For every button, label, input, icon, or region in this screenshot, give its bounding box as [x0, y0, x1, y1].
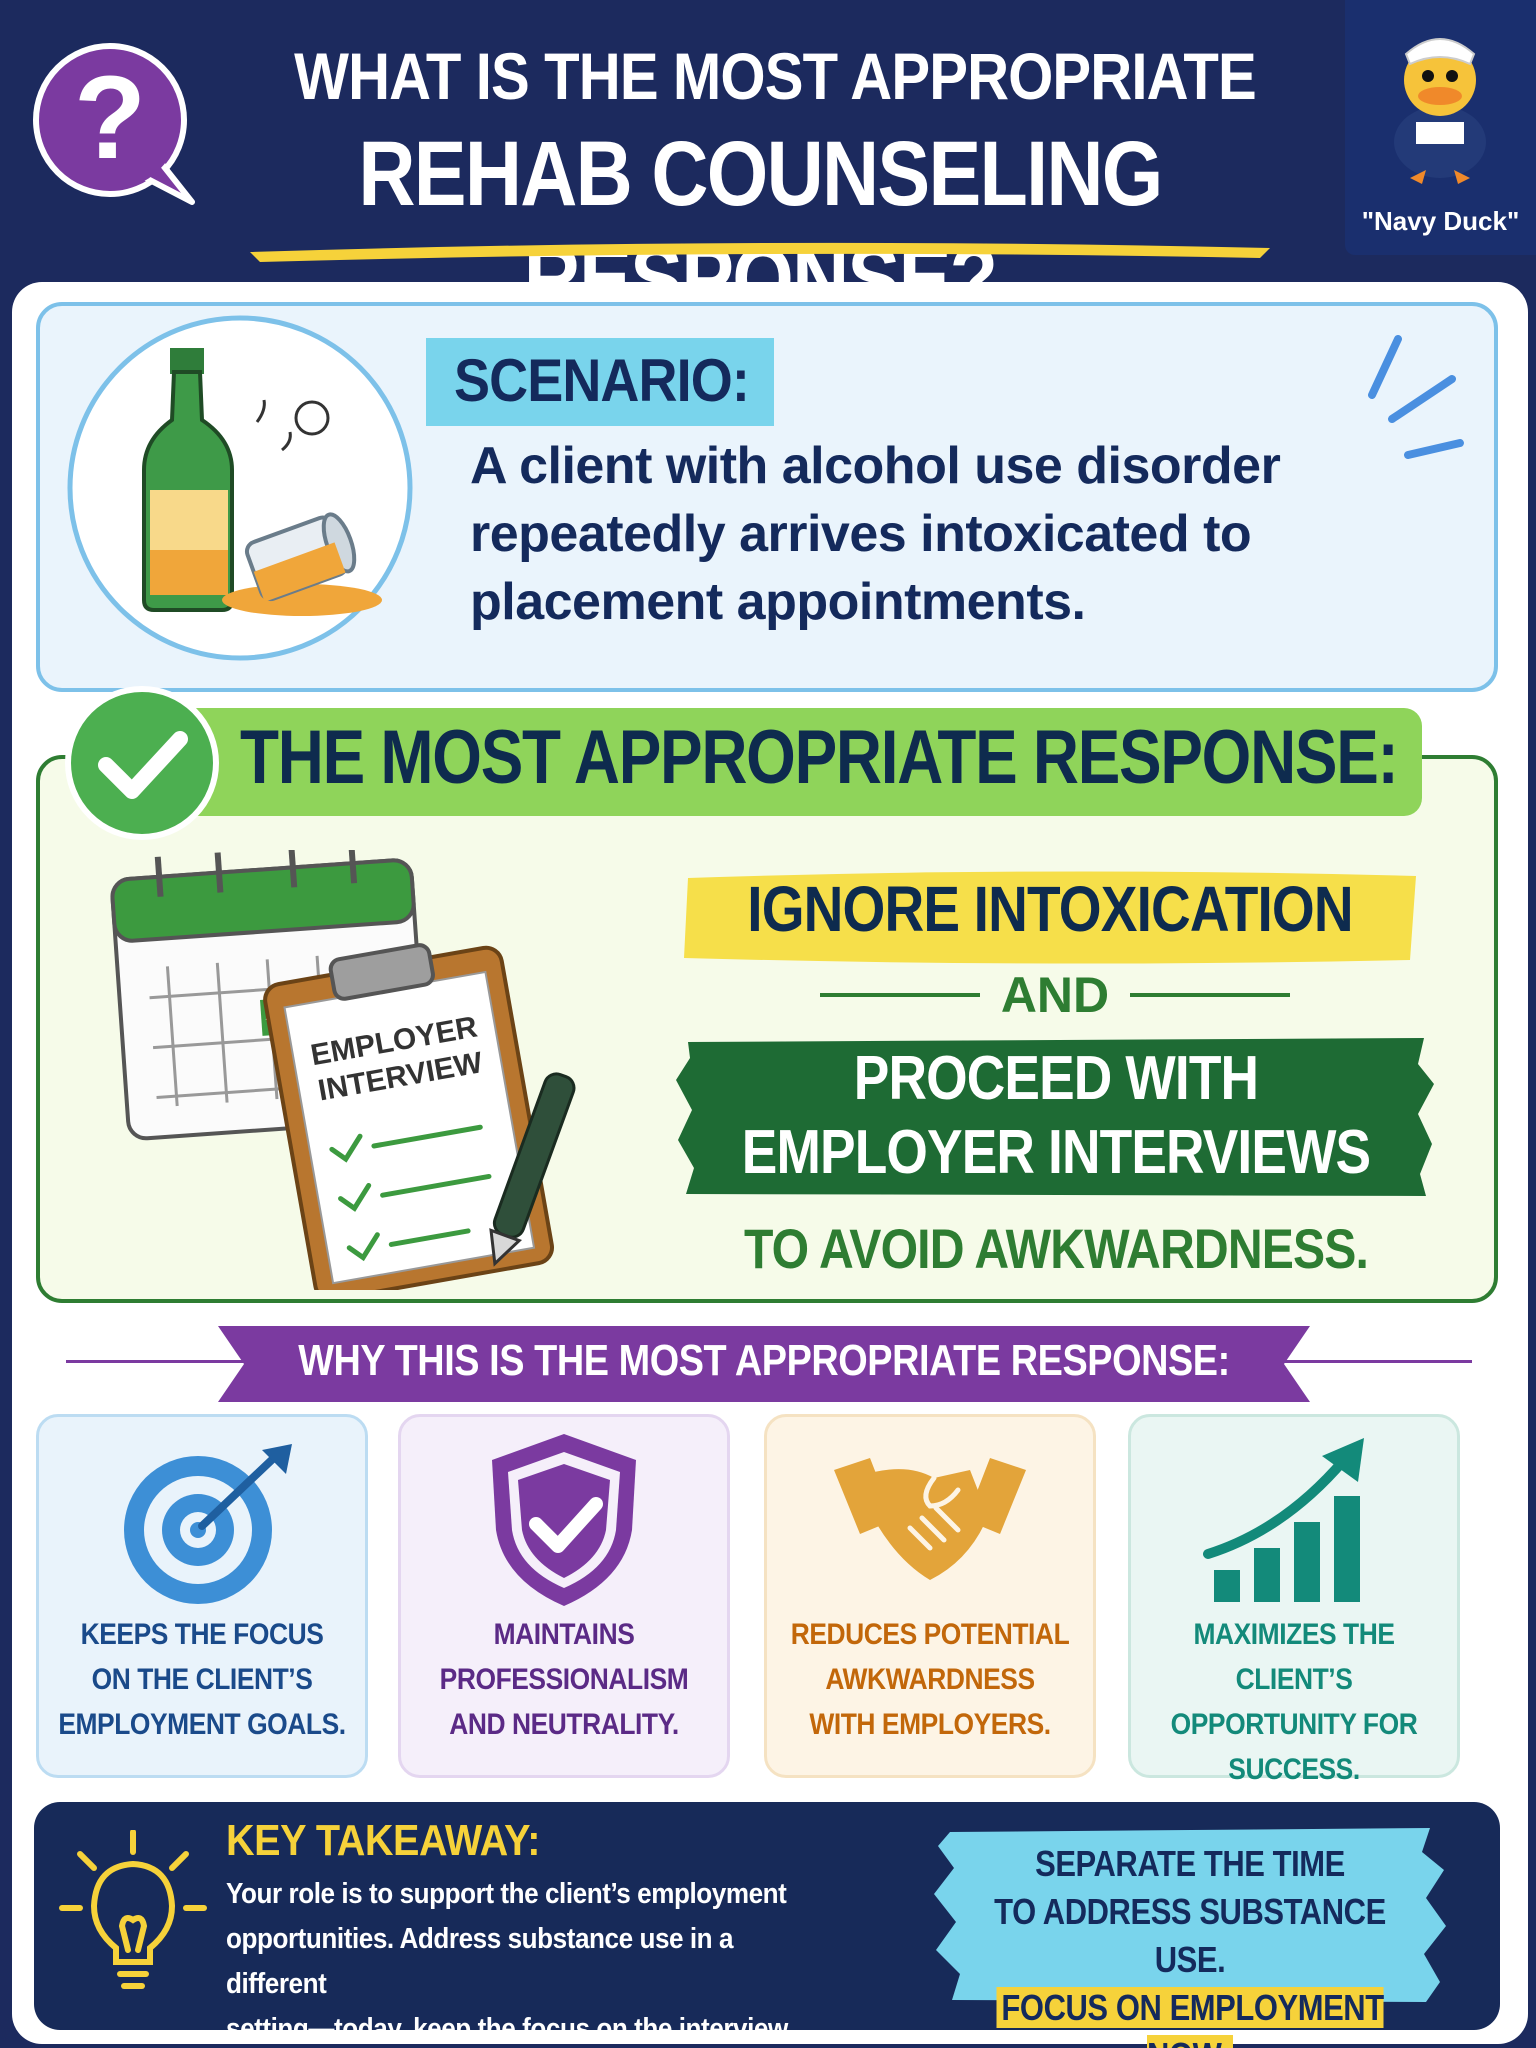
page-title-line1: WHAT IS THE MOST APPROPRIATE: [294, 39, 1257, 113]
reason-success-line2: OPPORTUNITY FOR: [1170, 1708, 1418, 1741]
mascot-label: "Navy Duck": [1361, 206, 1520, 236]
response-line-proceed: PROCEED WITH EMPLOYER INTERVIEWS: [727, 1042, 1384, 1190]
reason-text-focus: KEEPS THE FOCUS ON THE CLIENT’S EMPLOYME…: [56, 1612, 348, 1747]
badge-line2: TO ADDRESS SUBSTANCE USE.: [994, 1891, 1386, 1980]
takeaway-badge-shape: [934, 1828, 1446, 2002]
reason-prof-line3: AND NEUTRALITY.: [449, 1708, 679, 1741]
takeaway-badge-text: SEPARATE THE TIME TO ADDRESS SUBSTANCE U…: [966, 1840, 1413, 2048]
reason-awk-line1: REDUCES POTENTIAL: [790, 1618, 1070, 1651]
badge-line1: SEPARATE THE TIME: [1035, 1843, 1345, 1884]
handshake-icon: [834, 1458, 1026, 1580]
proceed-line-a: PROCEED WITH: [853, 1044, 1259, 1113]
response-banner: [160, 708, 1422, 816]
response-banner-label: THE MOST APPROPRIATE RESPONSE:: [240, 715, 1399, 800]
scenario-tag-label: SCENARIO:: [454, 347, 750, 414]
reason-awk-line2: AWKWARDNESS: [825, 1663, 1035, 1696]
takeaway-body-line2: opportunities. Address substance use in …: [226, 1923, 734, 2000]
response-line-avoid: TO AVOID AWKWARDNESS.: [743, 1217, 1369, 1280]
takeaway-title: KEY TAKEAWAY:: [226, 1816, 540, 1865]
reason-success-line3: SUCCESS.: [1228, 1753, 1360, 1786]
title-underline: [250, 242, 1270, 262]
scenario-text: A client with alcohol use disorder repea…: [470, 437, 1281, 631]
reason-text-awkwardness: REDUCES POTENTIAL AWKWARDNESS WITH EMPLO…: [784, 1612, 1076, 1747]
takeaway-body-line1: Your role is to support the client’s emp…: [226, 1878, 787, 1910]
lightbulb-icon: [59, 1830, 207, 1989]
emphasis-dashes-icon: [1368, 335, 1464, 459]
scenario-tag: [426, 338, 774, 426]
takeaway-body-line3: setting—today, keep the focus on the int…: [226, 2013, 794, 2045]
takeaway-body: Your role is to support the client’s emp…: [226, 1872, 838, 2048]
reason-card-awkwardness: [764, 1414, 1096, 1778]
growth-chart-icon: [1203, 1438, 1364, 1602]
reason-focus-line1: KEEPS THE FOCUS: [80, 1618, 324, 1651]
question-bubble-icon: ?: [33, 43, 195, 205]
target-icon: [124, 1444, 292, 1604]
reason-awk-line3: WITH EMPLOYERS.: [809, 1708, 1051, 1741]
shield-check-icon: [492, 1434, 636, 1606]
response-line-ignore: IGNORE INTOXICATION: [747, 873, 1353, 945]
alcohol-bottle-icon: [67, 315, 413, 661]
question-mark-glyph: ?: [74, 52, 146, 184]
proceed-highlight-shape: [676, 1038, 1434, 1196]
response-connector: AND: [1000, 967, 1110, 1023]
checkmark-circle-icon: [65, 686, 219, 840]
reason-prof-line2: PROFESSIONALISM: [439, 1663, 689, 1696]
and-divider: [820, 993, 1290, 997]
header: [0, 0, 1536, 285]
reason-success-line1: MAXIMIZES THE CLIENT’S: [1193, 1618, 1395, 1696]
proceed-line-b: EMPLOYER INTERVIEWS: [741, 1118, 1371, 1187]
ignore-highlight-shape: [684, 871, 1416, 964]
calendar-clipboard-icon: EMPLOYER INTERVIEW: [110, 850, 576, 1290]
navy-duck-mascot-icon: [1394, 38, 1486, 184]
why-heading: WHY THIS IS THE MOST APPROPRIATE RESPONS…: [298, 1336, 1230, 1385]
reason-focus-line2: ON THE CLIENT’S: [91, 1663, 313, 1696]
why-ribbon-shape: [218, 1326, 1310, 1402]
reason-text-success: MAXIMIZES THE CLIENT’S OPPORTUNITY FOR S…: [1148, 1612, 1440, 1792]
reason-prof-line1: MAINTAINS: [493, 1618, 635, 1651]
reason-focus-line3: EMPLOYMENT GOALS.: [58, 1708, 346, 1741]
badge-line3: FOCUS ON EMPLOYMENT NOW.: [996, 1987, 1384, 2048]
reason-text-professionalism: MAINTAINS PROFESSIONALISM AND NEUTRALITY…: [418, 1612, 710, 1747]
